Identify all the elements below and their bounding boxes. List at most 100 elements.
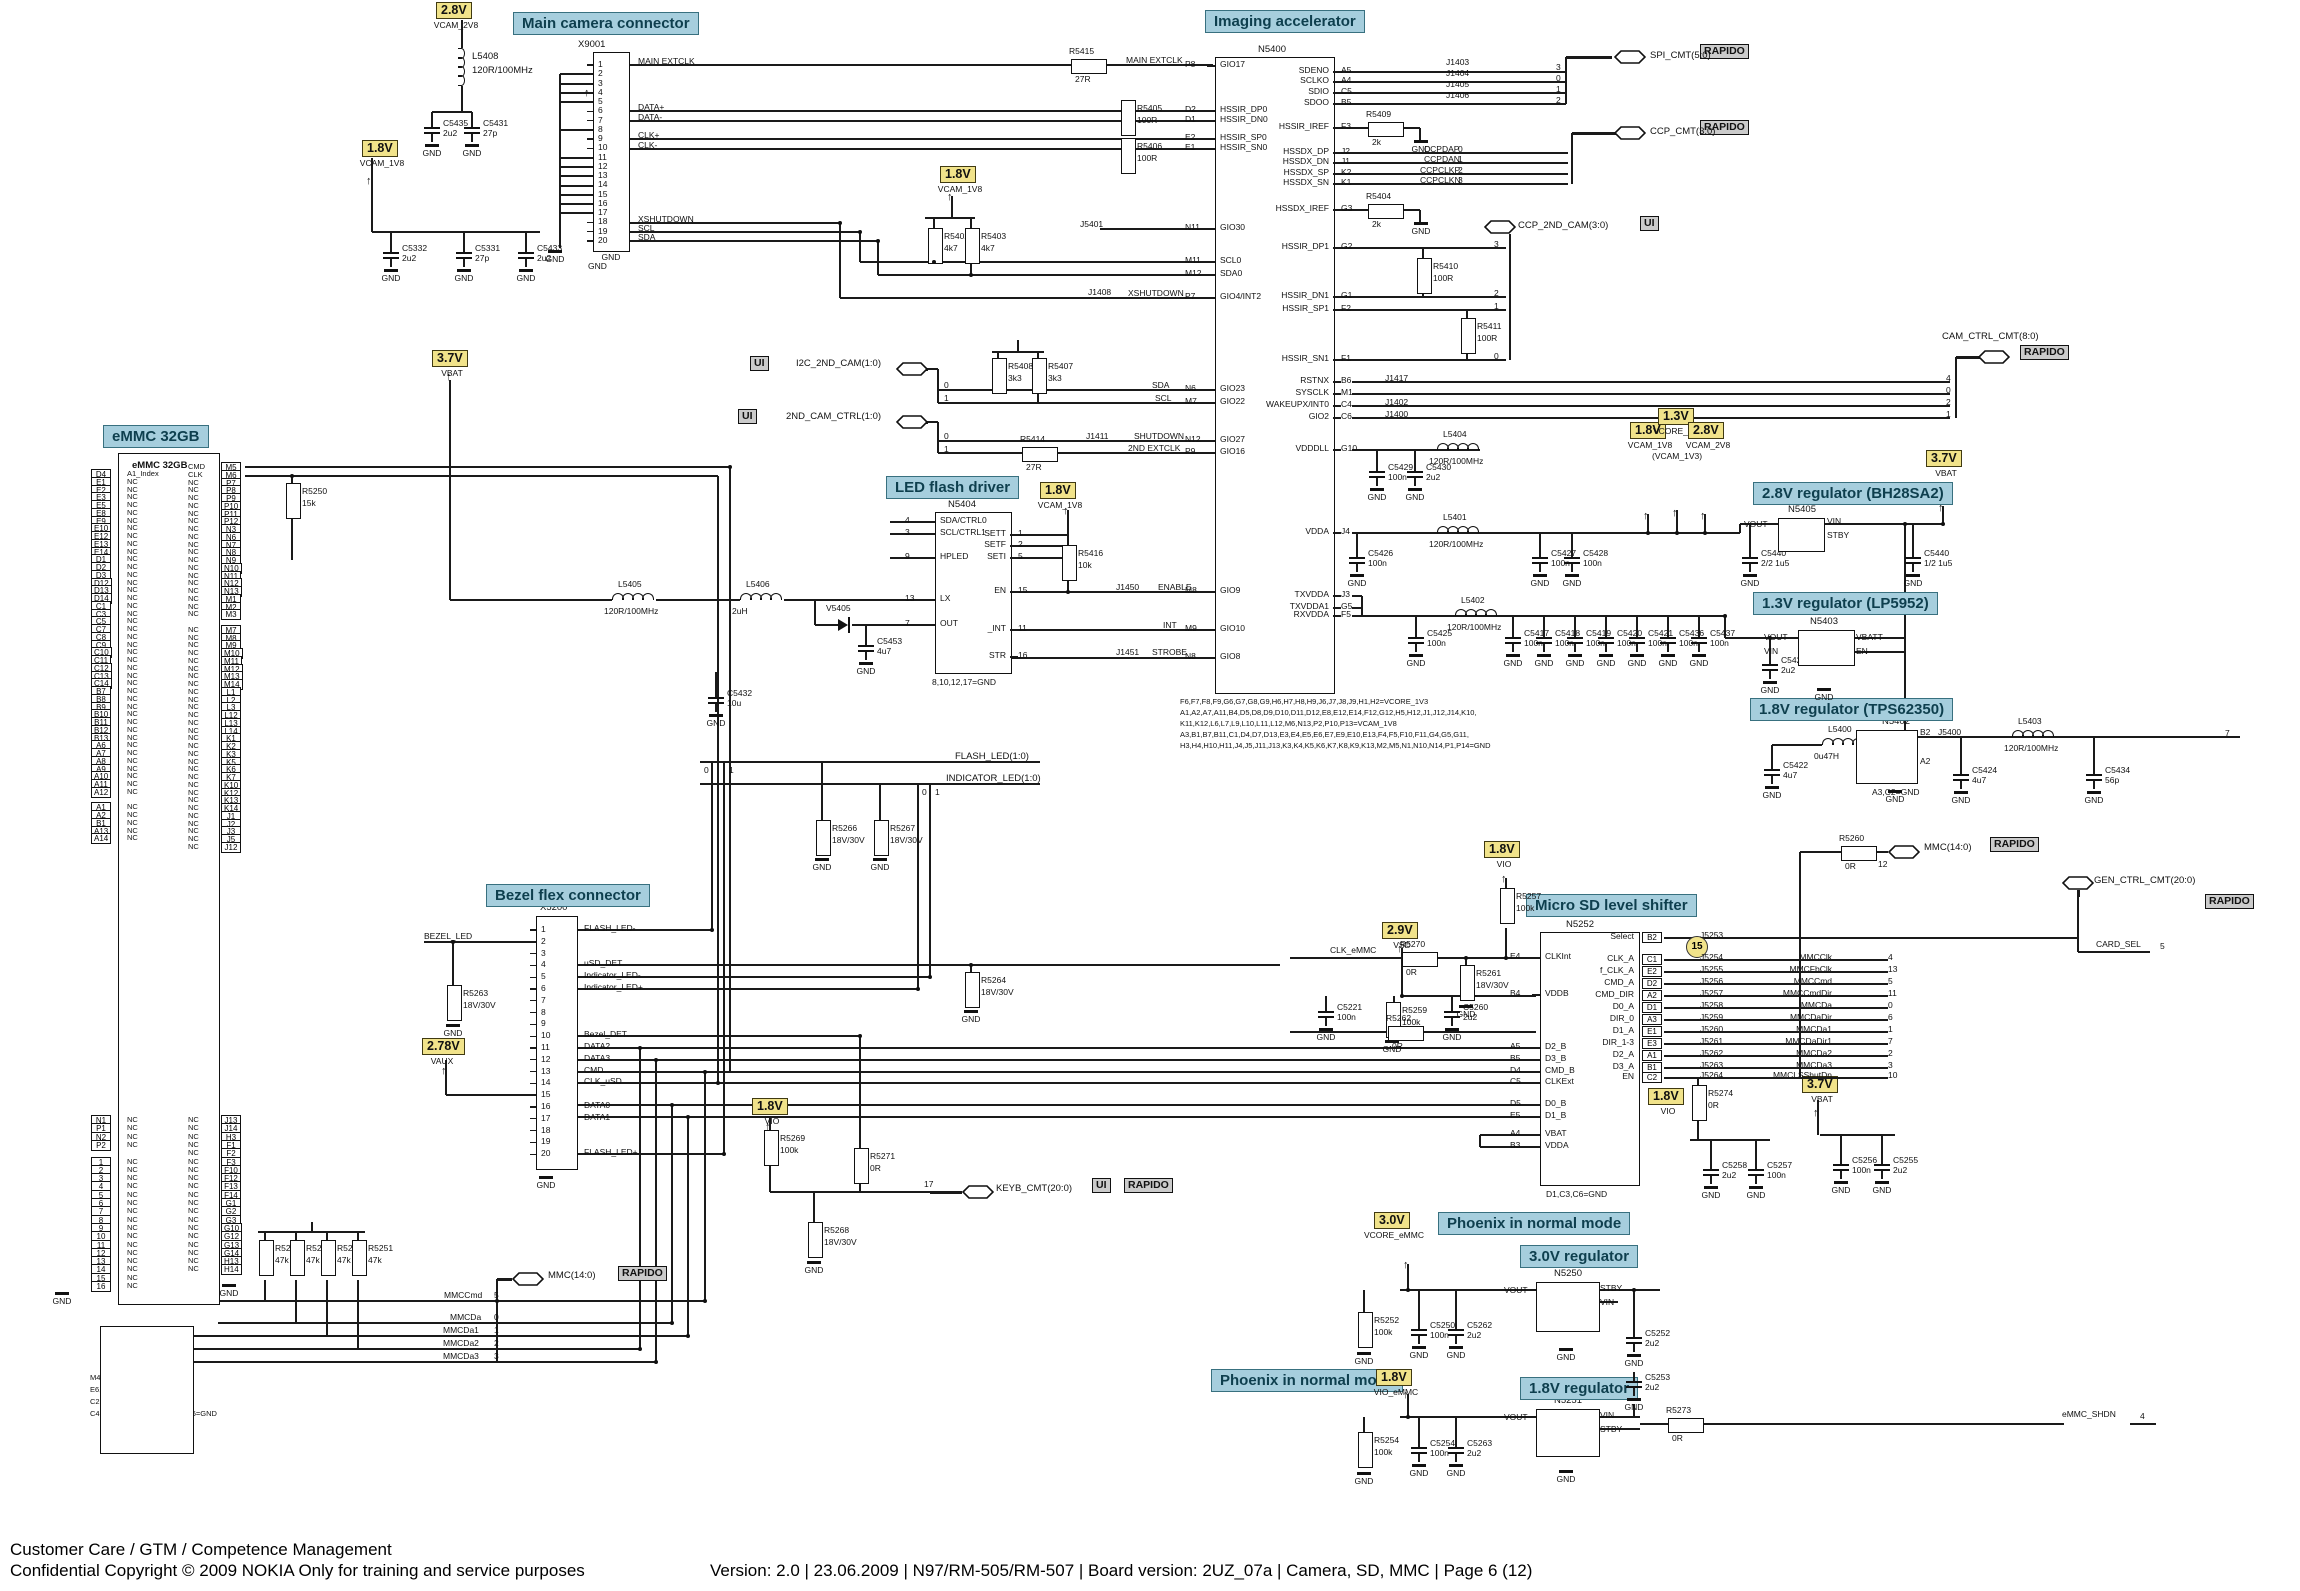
label: J1411 <box>1086 431 1109 441</box>
gnd-label: GND <box>1456 1009 1476 1019</box>
capacitor <box>1605 628 1607 637</box>
gnd-label: GND <box>219 1288 239 1298</box>
net-label: VBAT <box>441 368 463 378</box>
jumper-ref: J5257 <box>1700 988 1724 998</box>
capacitor-plate <box>1564 557 1580 560</box>
label: 2 <box>1556 95 1561 105</box>
pin-function: NC <box>188 679 199 688</box>
bus-bit: 4 <box>1888 952 1893 962</box>
gnd-label: GND <box>1624 1358 1644 1368</box>
wire <box>1067 510 1069 535</box>
capacitor-value: 100n <box>1388 472 1407 482</box>
ic-block <box>536 916 578 1170</box>
bus-bit: 5 <box>1888 976 1893 986</box>
wire <box>1799 852 1801 1078</box>
gnd-label: GND <box>1409 1350 1429 1360</box>
pin-function: SCL/CTRL1 <box>940 527 986 537</box>
wire <box>1664 1007 1888 1009</box>
resistor-value: 3k3 <box>1008 373 1022 383</box>
label: N5250 <box>1554 1268 1582 1279</box>
junction <box>1767 635 1773 641</box>
pin-number: 12 <box>541 1053 551 1064</box>
wire <box>576 1047 1536 1049</box>
wire <box>1505 878 1507 888</box>
capacitor-value: 100n <box>1710 638 1729 648</box>
pin-number: 2 <box>598 68 603 79</box>
wire <box>1010 557 1068 559</box>
pin-tag: B6 <box>1341 375 1352 385</box>
wire <box>628 64 1071 66</box>
capacitor-ref: C5435 <box>443 118 469 128</box>
pin-function: NC <box>188 787 199 797</box>
pin-tick <box>1333 173 1341 175</box>
wire <box>840 297 1213 299</box>
capacitor-value: 100n <box>1852 1165 1871 1175</box>
pin-tick <box>1333 127 1341 129</box>
label: J1403 <box>1446 57 1470 67</box>
pin-tick <box>587 184 593 186</box>
pin-number: 1 <box>541 924 546 934</box>
pin-tick <box>587 194 593 196</box>
wire <box>2077 897 2079 952</box>
wire <box>1605 616 1607 628</box>
capacitor-plate <box>708 702 724 705</box>
pin-function: D1_A <box>1612 1025 1634 1035</box>
capacitor <box>1667 628 1669 637</box>
capacitor-plate <box>456 252 472 255</box>
pin-label: CMD <box>584 1064 604 1075</box>
pin-function: NC <box>127 693 138 703</box>
gnd-label: GND <box>870 862 890 872</box>
resistor-value: 0R <box>1672 1433 1683 1443</box>
junction <box>653 1359 659 1365</box>
label: SDA <box>1152 380 1170 390</box>
gnd-label: GND <box>1411 144 1431 154</box>
wire <box>295 1280 297 1323</box>
pin-label: DATA0 <box>584 1100 611 1110</box>
label: 1 <box>729 765 734 775</box>
wire <box>937 369 939 403</box>
wire <box>813 1192 815 1222</box>
capacitor-lead <box>1418 1454 1420 1462</box>
pin-function: SCLKO <box>1300 75 1329 85</box>
wire <box>1697 1078 1699 1085</box>
junction <box>968 272 974 278</box>
pin-function: NC <box>127 802 138 812</box>
wire <box>925 217 975 219</box>
wire <box>2078 951 2150 953</box>
pin-tag: M11 <box>1185 255 1201 265</box>
capacitor-plate <box>1764 774 1780 777</box>
pin-function: GIO9 <box>1220 585 1241 595</box>
capacitor <box>1356 548 1358 557</box>
gnd-symbol <box>446 1024 460 1027</box>
pin-function: NC <box>127 631 138 641</box>
capacitor-lead <box>1418 1336 1420 1344</box>
pin-tag: C2 <box>1642 1072 1662 1083</box>
bus-connector-icon <box>1613 126 1647 145</box>
voltage-box: 1.8V <box>940 166 976 183</box>
wire <box>1333 359 1506 361</box>
block-title: eMMC 32GB <box>103 425 209 448</box>
pin-tag: E2 <box>1642 966 1662 977</box>
pin-tick <box>1207 297 1215 299</box>
capacitor-ref: C5418 <box>1555 628 1581 638</box>
voltage-box: 1.8V <box>1484 841 1520 858</box>
capacitor-ref: C5430 <box>1426 462 1452 472</box>
pin-tag: M12 <box>1185 268 1202 278</box>
pin-function: NC <box>188 655 199 665</box>
label: VIN <box>1827 516 1842 526</box>
bus-name: CCP_CMT(3:0) <box>1650 126 1716 137</box>
label: STBY <box>1827 530 1850 540</box>
capacitor-lead <box>1960 781 1962 789</box>
label: J1402 <box>1385 397 1409 407</box>
pin-function: NC <box>127 577 138 587</box>
pin-label: Indicator_LED- <box>584 970 641 981</box>
bus-connector-icon <box>1483 220 1517 239</box>
wire <box>1543 616 1545 628</box>
junction <box>915 986 921 992</box>
wire <box>424 941 536 943</box>
label: J1404 <box>1446 68 1470 78</box>
wire <box>859 232 861 262</box>
resistor <box>1368 122 1404 137</box>
pin-tick <box>587 119 593 122</box>
pin-function: NC <box>127 817 138 827</box>
